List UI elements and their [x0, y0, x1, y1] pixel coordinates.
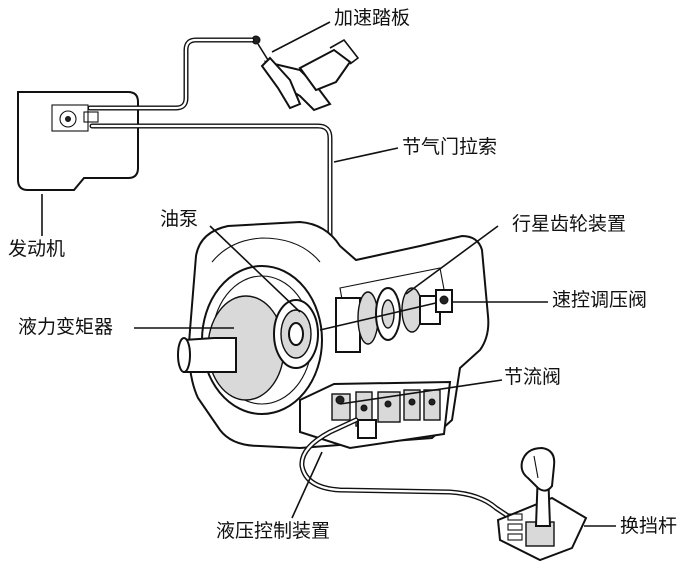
accelerator-pedal-drawing: [251, 35, 360, 112]
label-oil-pump: 油泵: [160, 208, 199, 230]
planetary-gear-set-drawing: [319, 267, 447, 353]
label-accelerator-pedal: 加速踏板: [334, 7, 411, 29]
label-torque-converter: 液力变矩器: [18, 316, 114, 338]
label-shift-lever: 换挡杆: [620, 515, 678, 537]
valve-body-drawing: [299, 380, 452, 450]
label-throttle-cable: 节气门拉索: [402, 136, 498, 158]
label-planetary-gear-set: 行星齿轮装置: [512, 213, 627, 235]
label-hydraulic-control-unit: 液压控制装置: [216, 520, 331, 542]
label-governor-valve: 速控调压阀: [552, 289, 648, 311]
leader-lines: [41, 21, 616, 527]
governor-valve-drawing: [435, 289, 453, 313]
shift-lever-drawing: [496, 446, 588, 562]
label-engine: 发动机: [8, 238, 66, 260]
engine-block: [17, 91, 139, 191]
label-throttle-valve: 节流阀: [504, 366, 562, 388]
oil-pump-drawing: [273, 299, 319, 369]
